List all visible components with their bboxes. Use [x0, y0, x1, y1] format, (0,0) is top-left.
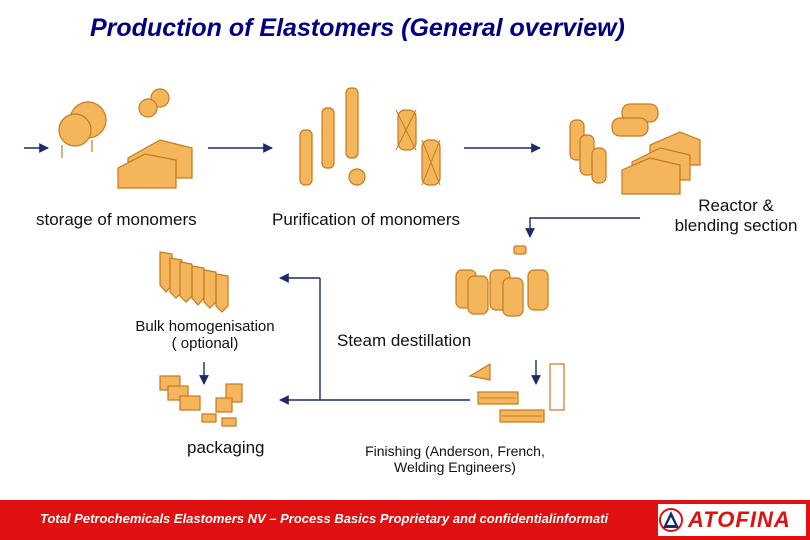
- distillation-columns-icon: [299, 87, 441, 186]
- label-reactor-line2: blending section: [674, 216, 798, 235]
- footer-text: Total Petrochemicals Elastomers NV – Pro…: [40, 511, 609, 526]
- label-bulk: Bulk homogenisation ( optional): [110, 318, 300, 352]
- label-purification: Purification of monomers: [272, 210, 461, 229]
- label-bulk-line1: Bulk homogenisation: [135, 318, 275, 335]
- finishing-extruders-icon: [468, 362, 565, 423]
- logo-mark-icon: [659, 508, 683, 532]
- process-flow-diagram: [24, 87, 701, 427]
- label-reactor-line1: Reactor &: [698, 196, 774, 215]
- label-packaging: packaging: [187, 438, 265, 457]
- storage-spheres-icon: [58, 88, 170, 158]
- label-bulk-line2: ( optional): [171, 335, 239, 352]
- footer-bar: Total Petrochemicals Elastomers NV – Pro…: [0, 500, 810, 540]
- label-storage: storage of monomers: [36, 210, 197, 229]
- packaging-boxes-icon: [159, 375, 243, 427]
- label-finishing: Finishing (Anderson, French, Welding Eng…: [330, 443, 580, 475]
- label-reactor: Reactor & blending section: [662, 196, 810, 236]
- storage-tanks-icon: [117, 139, 193, 189]
- label-finishing-line2: Welding Engineers): [394, 459, 516, 475]
- homogeniser-silos-icon: [159, 251, 229, 313]
- atofina-logo: ATOFINA: [658, 504, 806, 536]
- page-title: Production of Elastomers (General overvi…: [90, 14, 625, 42]
- logo-text: ATOFINA: [688, 507, 791, 532]
- arrow-reactor-to-steam: [525, 217, 640, 238]
- reactor-vessels-icon: [569, 103, 701, 195]
- stripping-vessels-icon: [455, 245, 549, 317]
- label-steam: Steam destillation: [337, 331, 472, 350]
- label-finishing-line1: Finishing (Anderson, French,: [365, 443, 545, 459]
